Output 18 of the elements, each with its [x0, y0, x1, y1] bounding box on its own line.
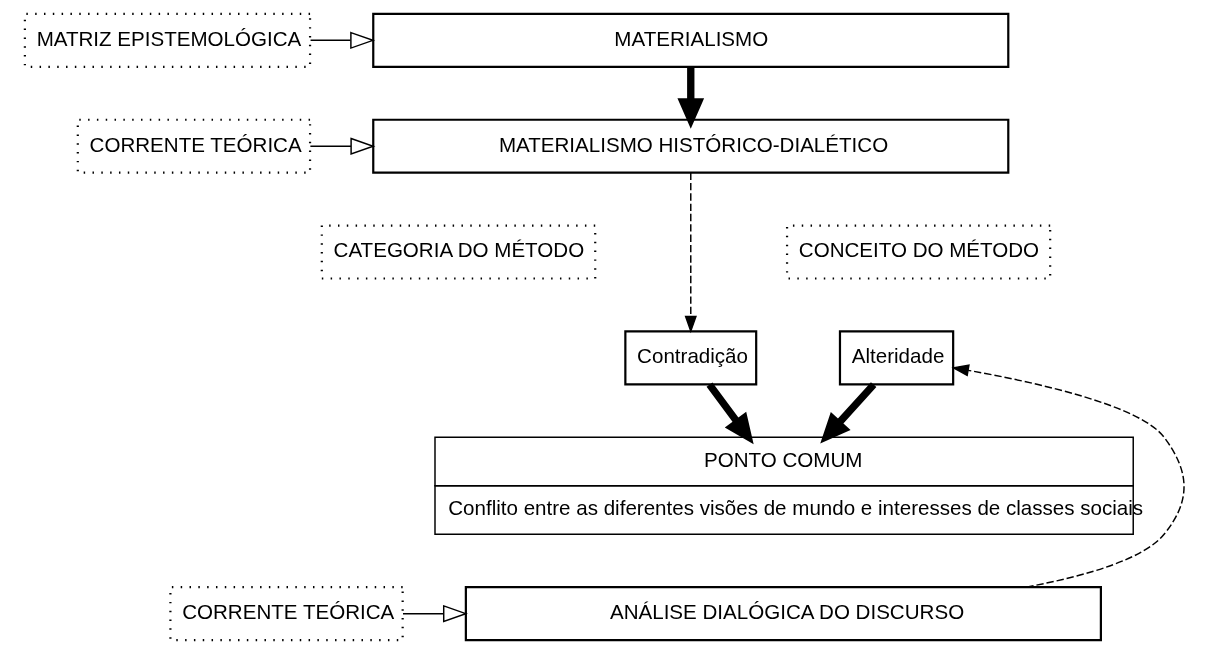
arrow — [402, 604, 468, 623]
node-box: ANÁLISE DIALÓGICA DO DISCURSO — [464, 586, 1102, 642]
node-box: MATERIALISMO — [372, 12, 1010, 68]
arrow — [820, 382, 877, 444]
arrow — [706, 382, 754, 445]
node-box: MATERIALISMO HISTÓRICO-DIALÉTICO — [372, 118, 1010, 174]
node-box: CORRENTE TEÓRICA — [169, 586, 404, 642]
arrow — [309, 31, 376, 50]
arrow — [951, 364, 1185, 588]
node-box: CONCEITO DO MÉTODO — [785, 224, 1052, 280]
arrow — [309, 137, 376, 155]
node-box: Contradição — [624, 330, 758, 386]
arrow — [677, 67, 705, 129]
node-box: MATRIZ EPISTEMOLÓGICA — [23, 12, 312, 68]
node-box: CATEGORIA DO MÉTODO — [320, 224, 597, 280]
node-box: Alteridade — [838, 330, 955, 386]
arrow — [684, 172, 697, 334]
node-box: CORRENTE TEÓRICA — [76, 118, 312, 174]
